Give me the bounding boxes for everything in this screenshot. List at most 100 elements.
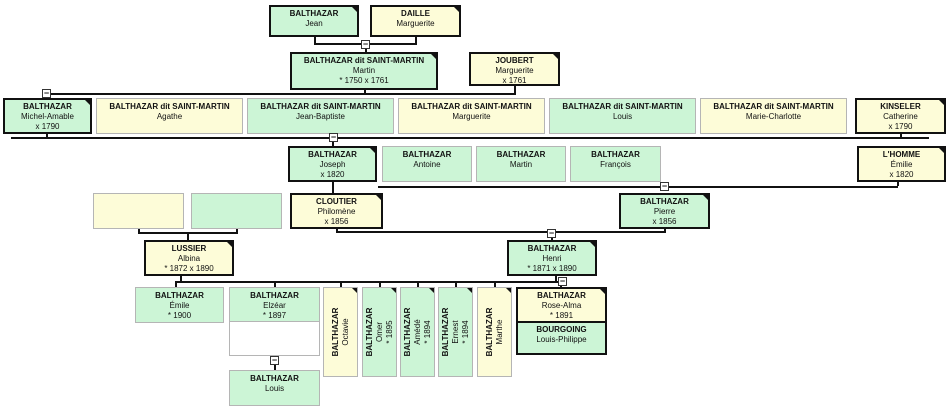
person-given-name: Rose-Alma xyxy=(541,301,582,310)
person-surname: BALTHAZAR xyxy=(23,102,72,111)
collapse-toggle-button[interactable]: − xyxy=(547,228,556,238)
connector-line xyxy=(180,276,182,282)
person-surname: BALTHAZAR xyxy=(484,307,494,357)
person-dates: * 1750 x 1761 xyxy=(339,76,389,85)
person-dates: * 1872 x 1890 xyxy=(164,264,214,273)
person-given-name: Antoine xyxy=(413,160,441,169)
person-given-name: Jean-Baptiste xyxy=(296,112,345,121)
corner-marker-icon xyxy=(352,288,357,293)
person-surname: BALTHAZAR xyxy=(155,291,204,300)
person-surname: DAILLE xyxy=(401,9,430,18)
connector-line xyxy=(379,281,381,287)
connector-line xyxy=(378,186,898,188)
connector-line xyxy=(494,281,496,287)
person-surname: BALTHAZAR xyxy=(402,307,412,357)
person-box-p32[interactable] xyxy=(229,321,320,356)
connector-line xyxy=(46,93,516,95)
connector-line xyxy=(900,134,902,138)
person-dates: * 1895 xyxy=(384,320,394,344)
person-given-name: Louis-Philippe xyxy=(536,335,587,344)
person-surname: BALTHAZAR xyxy=(591,150,640,159)
corner-marker-icon xyxy=(85,100,90,105)
collapse-toggle-button[interactable]: − xyxy=(329,132,338,142)
person-surname: BALTHAZAR xyxy=(640,197,689,206)
connector-line xyxy=(46,134,48,138)
collapse-toggle-button[interactable]: − xyxy=(42,88,51,98)
person-given-name: Marthe xyxy=(494,319,504,345)
collapse-toggle-button[interactable]: − xyxy=(660,181,669,191)
connector-line xyxy=(364,90,366,94)
person-given-name: Émile xyxy=(169,301,190,310)
person-surname: BALTHAZAR xyxy=(440,307,450,357)
connector-line xyxy=(175,281,177,287)
person-given-name: Marguerite xyxy=(495,66,534,75)
person-surname: BALTHAZAR xyxy=(402,150,452,159)
connector-line xyxy=(138,229,140,233)
connector-line xyxy=(664,229,666,231)
person-given-name: Philomène xyxy=(317,207,356,216)
person-given-name: Octavie xyxy=(340,318,350,346)
person-given-name: Ernest xyxy=(450,320,460,344)
person-dates: x 1820 xyxy=(320,170,345,179)
corner-marker-icon xyxy=(376,195,381,200)
person-surname: BALTHAZAR dit SAINT-MARTIN xyxy=(260,102,381,111)
corner-marker-icon xyxy=(429,288,434,293)
connector-line xyxy=(332,182,334,193)
person-dates: * 1891 xyxy=(549,311,574,320)
person-box-p17[interactable] xyxy=(93,193,184,229)
person-given-name: François xyxy=(600,160,631,169)
person-given-name: Albina xyxy=(177,254,201,263)
connector-line xyxy=(11,137,929,139)
person-surname: BALTHAZAR xyxy=(527,244,577,253)
person-given-name: Marguerite xyxy=(452,112,491,121)
collapse-toggle-button[interactable]: − xyxy=(361,39,370,49)
connector-line xyxy=(274,281,276,287)
person-dates: x 1790 xyxy=(35,122,60,131)
person-given-name: Amédé xyxy=(412,319,422,345)
connector-line xyxy=(336,231,666,233)
corner-marker-icon xyxy=(454,7,459,12)
connector-line xyxy=(455,281,457,287)
connector-line xyxy=(187,233,189,240)
person-surname: BALTHAZAR xyxy=(250,291,299,300)
collapse-toggle-button[interactable]: − xyxy=(558,276,567,286)
person-surname: JOUBERT xyxy=(495,56,534,65)
person-box-p18[interactable] xyxy=(191,193,282,229)
person-given-name: Louis xyxy=(264,384,285,393)
collapse-toggle-button[interactable]: − xyxy=(270,355,279,365)
person-dates: * 1871 x 1890 xyxy=(527,264,577,273)
connector-line xyxy=(175,281,565,283)
